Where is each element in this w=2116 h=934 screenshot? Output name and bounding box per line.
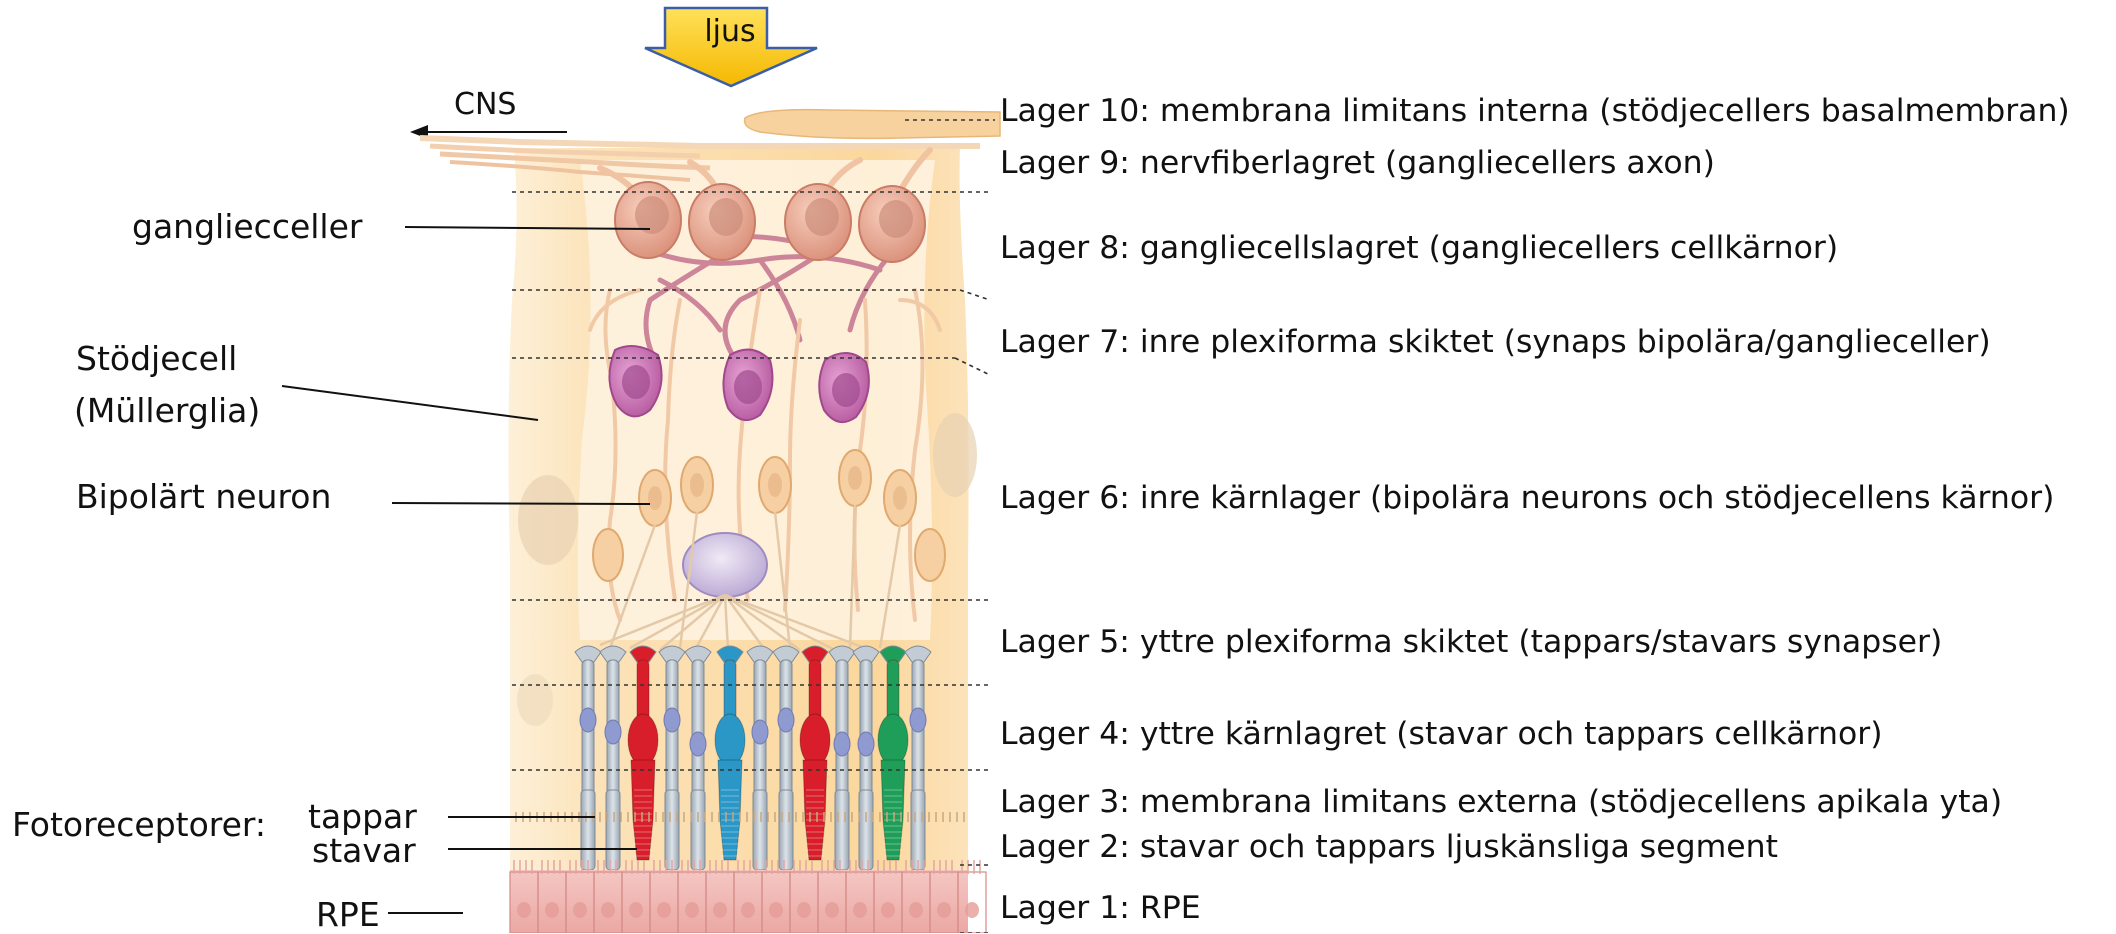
bipolar-neuron-label: Bipolärt neuron: [76, 480, 331, 513]
ganglion-label: gangliecceller: [132, 210, 362, 243]
muller-glia-label: (Müllerglia): [74, 394, 260, 427]
layer-9-label: Lager 9: nervfiberlagret (gangliecellers…: [1000, 148, 1715, 180]
layer-6-label: Lager 6: inre kärnlager (bipolära neuron…: [1000, 483, 2054, 515]
cns-label: CNS: [454, 90, 516, 120]
layer-8-label: Lager 8: gangliecellslagret (gangliecell…: [1000, 233, 1838, 265]
layer-1-label: Lager 1: RPE: [1000, 893, 1201, 925]
bipolar-nuclei: [609, 346, 868, 422]
support-cell-label: Stödjecell: [76, 342, 237, 375]
light-label: ljus: [695, 14, 765, 49]
layer-7-label: Lager 7: inre plexiforma skiktet (synaps…: [1000, 327, 1991, 359]
rpe-layer: [510, 860, 986, 933]
layer-10-label: Lager 10: membrana limitans interna (stö…: [1000, 96, 2070, 128]
cones-label: tappar: [308, 800, 417, 833]
rpe-label: RPE: [316, 898, 380, 931]
rods-label: stavar: [312, 834, 416, 867]
layer-4-label: Lager 4: yttre kärnlagret (stavar och ta…: [1000, 719, 1882, 751]
layer-5-label: Lager 5: yttre plexiforma skiktet (tappa…: [1000, 627, 1942, 659]
photoreceptors-label: Fotoreceptorer:: [12, 808, 266, 841]
horizontal-cell: [683, 533, 767, 597]
layer-3-label: Lager 3: membrana limitans externa (stöd…: [1000, 787, 2002, 819]
layer-2-label: Lager 2: stavar och tappars ljuskänsliga…: [1000, 832, 1778, 864]
